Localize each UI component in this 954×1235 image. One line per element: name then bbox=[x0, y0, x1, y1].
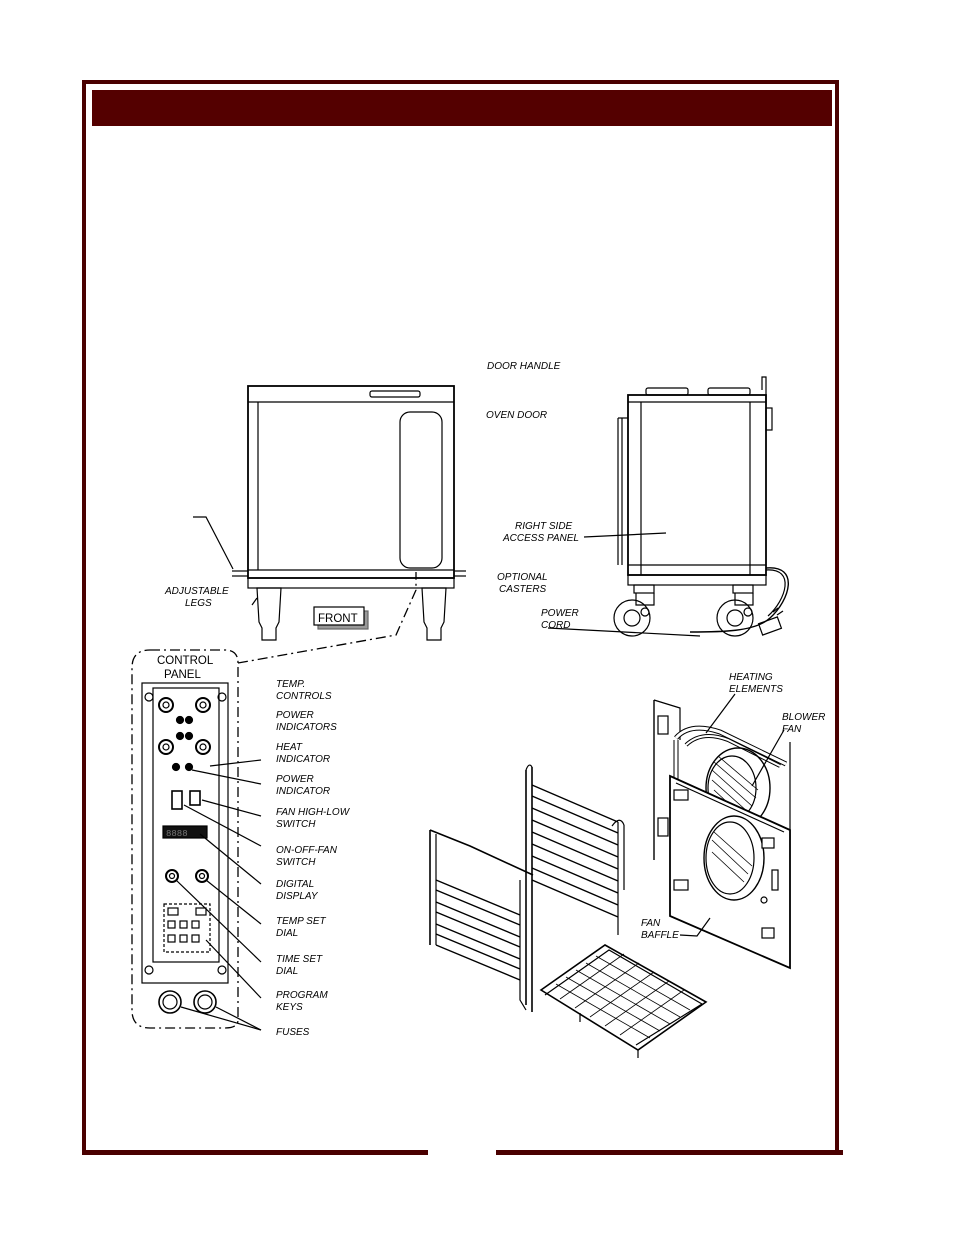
label-time-set: TIME SET bbox=[276, 954, 323, 965]
caster-left bbox=[613, 584, 655, 637]
front-view-cabinet bbox=[193, 385, 466, 641]
label-controls: CONTROLS bbox=[276, 691, 332, 702]
label-legs: LEGS bbox=[185, 598, 212, 609]
page-border bbox=[82, 80, 839, 1152]
label-keys: KEYS bbox=[276, 1002, 303, 1013]
label-oven-door: OVEN DOOR bbox=[486, 410, 547, 421]
caster-right bbox=[716, 584, 754, 637]
label-access-panel: ACCESS PANEL bbox=[502, 533, 579, 544]
label-onoff-switch: SWITCH bbox=[276, 857, 316, 868]
label-control: CONTROL bbox=[157, 655, 214, 667]
label-display: DISPLAY bbox=[276, 891, 319, 902]
label-power-ind: POWER bbox=[276, 710, 314, 721]
label-casters: CASTERS bbox=[499, 584, 547, 595]
label-elements: ELEMENTS bbox=[729, 684, 783, 695]
footer-rule-left bbox=[82, 1150, 428, 1155]
header-bar bbox=[92, 90, 832, 126]
label-temp: TEMP. bbox=[276, 679, 305, 690]
label-heat: HEAT bbox=[276, 742, 303, 753]
side-view-cabinet bbox=[547, 376, 789, 637]
label-fan-switch: SWITCH bbox=[276, 819, 316, 830]
label-power: POWER bbox=[541, 608, 579, 619]
label-digital: DIGITAL bbox=[276, 879, 314, 890]
label-fan: FAN bbox=[641, 918, 661, 929]
label-adjustable: ADJUSTABLE bbox=[164, 586, 229, 597]
svg-text:8888: 8888 bbox=[166, 829, 188, 839]
label-right-side: RIGHT SIDE bbox=[515, 521, 573, 532]
label-blower-fan: FAN bbox=[782, 724, 802, 735]
label-cord: CORD bbox=[541, 620, 570, 631]
power-cord bbox=[689, 567, 789, 633]
label-temp-dial: DIAL bbox=[276, 928, 298, 939]
left-leg bbox=[256, 587, 282, 641]
label-door-handle: DOOR HANDLE bbox=[487, 361, 561, 372]
label-on-off-fan: ON-OFF-FAN bbox=[276, 845, 338, 856]
right-leg bbox=[421, 587, 447, 641]
label-baffle: BAFFLE bbox=[641, 930, 679, 941]
label-temp-set: TEMP SET bbox=[276, 916, 327, 927]
label-heat-indicator: INDICATOR bbox=[276, 754, 330, 765]
label-blower: BLOWER bbox=[782, 712, 825, 723]
label-time-dial: DIAL bbox=[276, 966, 298, 977]
label-fuses: FUSES bbox=[276, 1027, 310, 1038]
label-panel: PANEL bbox=[164, 669, 201, 681]
label-power-2: POWER bbox=[276, 774, 314, 785]
label-program: PROGRAM bbox=[276, 990, 328, 1001]
control-panel: 8888 bbox=[131, 572, 417, 1031]
heater-blower-assembly bbox=[653, 693, 791, 970]
label-power-indicator: INDICATOR bbox=[276, 786, 330, 797]
label-optional: OPTIONAL bbox=[497, 572, 548, 583]
footer-rule-right bbox=[496, 1150, 843, 1155]
label-heating: HEATING bbox=[729, 672, 773, 683]
label-indicators: INDICATORS bbox=[276, 722, 337, 733]
label-front: FRONT bbox=[318, 613, 358, 625]
label-fan-high-low: FAN HIGH-LOW bbox=[276, 807, 351, 818]
rack-assembly bbox=[429, 764, 708, 1058]
door-window bbox=[399, 411, 443, 569]
